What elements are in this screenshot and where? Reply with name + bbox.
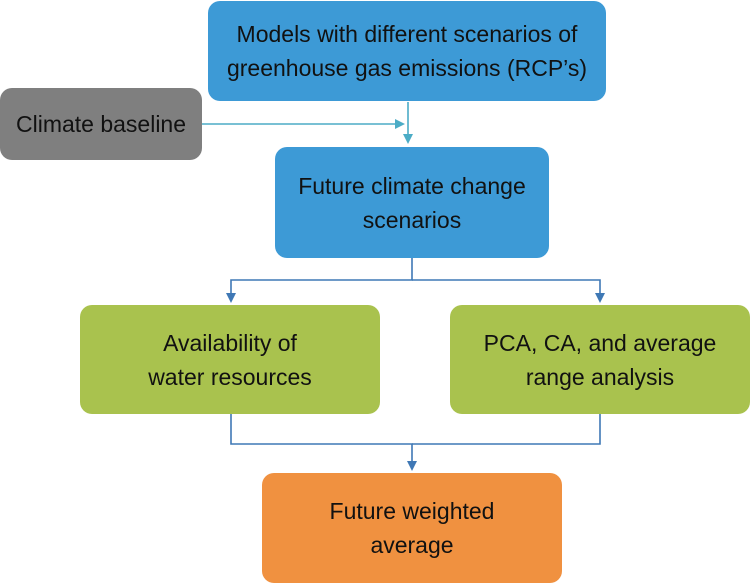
weighted-average-line-2: average xyxy=(370,532,454,558)
pca-analysis-line-2: range analysis xyxy=(525,363,675,390)
climate-baseline-box: Climate baseline xyxy=(0,88,202,160)
models-line-1: Models with different scenarios of xyxy=(236,21,578,47)
future-scenarios-line-2: scenarios xyxy=(362,206,462,233)
arrow-water-to-weighted xyxy=(230,414,417,471)
arrow-pca-to-weighted xyxy=(412,414,601,445)
water-resources-box: Availability of water resources xyxy=(80,305,380,414)
weighted-average-box: Future weighted average xyxy=(262,473,562,583)
water-resources-line-1: Availability of xyxy=(163,329,297,356)
weighted-average-line-1: Future weighted xyxy=(329,498,495,524)
models-line-2: greenhouse gas emissions (RCP’s) xyxy=(226,55,588,81)
arrow-scenarios-to-water xyxy=(226,258,413,303)
climate-baseline-label: Climate baseline xyxy=(15,111,187,137)
pca-analysis-box: PCA, CA, and average range analysis xyxy=(450,305,750,414)
models-box: Models with different scenarios of green… xyxy=(208,1,606,101)
future-scenarios-line-1: Future climate change xyxy=(298,172,526,199)
future-scenarios-box: Future climate change scenarios xyxy=(275,147,549,258)
arrow-scenarios-to-pca xyxy=(412,279,605,303)
pca-analysis-line-1: PCA, CA, and average xyxy=(483,329,717,356)
water-resources-line-2: water resources xyxy=(148,363,312,390)
